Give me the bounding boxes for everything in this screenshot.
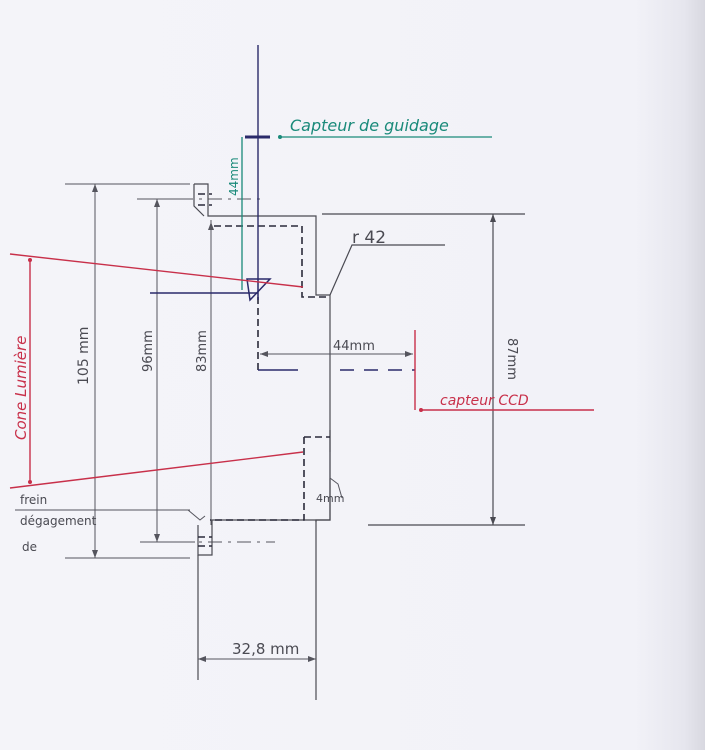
label-dim-87: 87mm bbox=[504, 338, 519, 380]
label-capteur-guidage: Capteur de guidage bbox=[290, 116, 449, 135]
label-dim-105: 105 mm bbox=[76, 327, 92, 385]
optical-axis bbox=[150, 45, 415, 371]
label-frein-3: de bbox=[22, 540, 37, 554]
light-cone bbox=[9, 253, 304, 489]
center-lines bbox=[150, 198, 275, 543]
label-radius: r 42 bbox=[352, 228, 386, 248]
label-dim-44-vertical: 44mm bbox=[227, 157, 241, 196]
frein-leader bbox=[15, 509, 206, 521]
dimension-arrows-right bbox=[490, 214, 496, 525]
label-frein-2: dégagement bbox=[20, 514, 97, 528]
label-dim-44-horizontal: 44mm bbox=[333, 339, 375, 354]
label-dim-96: 96mm bbox=[141, 330, 156, 372]
dim-4-leader bbox=[329, 452, 343, 499]
label-dim-83: 83mm bbox=[195, 330, 210, 372]
guidance-sensor-lines bbox=[241, 136, 492, 290]
label-capteur-ccd: capteur CCD bbox=[440, 393, 529, 409]
dimension-lines-left bbox=[65, 183, 212, 559]
dimension-arrows-left bbox=[92, 184, 214, 558]
part-outline bbox=[193, 183, 525, 700]
label-dim-32-8: 32,8 mm bbox=[232, 640, 299, 658]
ccd-sensor-lines bbox=[414, 330, 594, 411]
label-frein-1: frein bbox=[20, 493, 47, 507]
label-dim-4: 4mm bbox=[316, 492, 344, 505]
label-cone-lumiere: Cone Lumière bbox=[12, 336, 30, 440]
